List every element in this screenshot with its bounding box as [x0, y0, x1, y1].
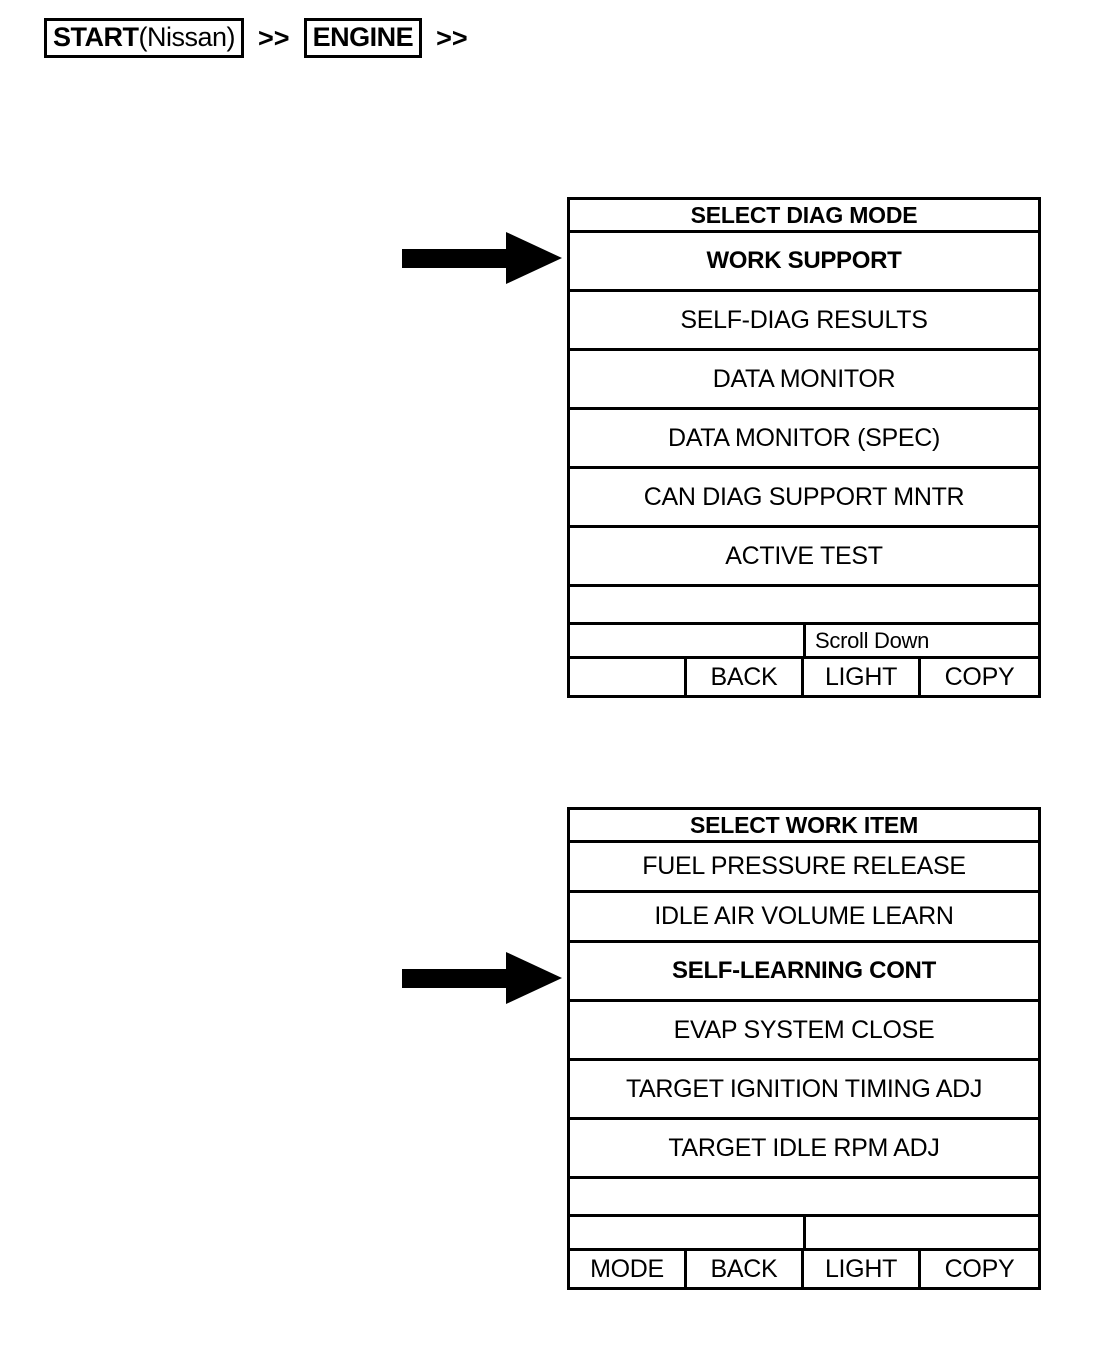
menu-item-data-monitor[interactable]: DATA MONITOR [570, 351, 1038, 410]
breadcrumb-step-start-suffix: (Nissan) [138, 22, 236, 52]
menu-item-self-learning-cont[interactable]: SELF-LEARNING CONT [570, 943, 1038, 1002]
menu-item-label: FUEL PRESSURE RELEASE [642, 852, 966, 880]
arrow-shaft [402, 969, 514, 988]
softkey-light[interactable]: LIGHT [804, 1251, 921, 1287]
softkey-copy[interactable]: COPY [944, 662, 1015, 691]
menu-item-label: TARGET IDLE RPM ADJ [668, 1133, 940, 1162]
scroll-down-indicator[interactable]: Scroll Down [815, 627, 930, 653]
menu-item-target-ignition-timing-adj[interactable]: TARGET IGNITION TIMING ADJ [570, 1061, 1038, 1120]
softkey-back[interactable]: BACK [687, 1251, 804, 1287]
panel-header-label: SELECT DIAG MODE [690, 201, 918, 228]
menu-item-evap-system-close[interactable]: EVAP SYSTEM CLOSE [570, 1002, 1038, 1061]
menu-item-label: ACTIVE TEST [725, 541, 883, 570]
menu-item-label: SELF-DIAG RESULTS [680, 305, 928, 334]
menu-item-idle-air-volume-learn[interactable]: IDLE AIR VOLUME LEARN [570, 893, 1038, 943]
panel-header-select-diag-mode: SELECT DIAG MODE [570, 200, 1038, 233]
status-cell-left [570, 625, 806, 656]
panel-header-select-work-item: SELECT WORK ITEM [570, 810, 1038, 843]
breadcrumb-step-engine-label: ENGINE [312, 22, 414, 52]
panel-status-row: Scroll Down [570, 625, 1038, 659]
menu-item-self-diag-results[interactable]: SELF-DIAG RESULTS [570, 292, 1038, 351]
softkey-back[interactable]: BACK [687, 659, 804, 695]
menu-item-fuel-pressure-release[interactable]: FUEL PRESSURE RELEASE [570, 843, 1038, 893]
arrow-right-icon [402, 232, 562, 284]
softkey-light[interactable]: LIGHT [804, 659, 921, 695]
panel-select-work-item: SELECT WORK ITEM FUEL PRESSURE RELEASE I… [567, 807, 1041, 1290]
menu-item-label: DATA MONITOR (SPEC) [667, 423, 941, 452]
arrow-head [506, 952, 562, 1004]
panel-button-row: BACK LIGHT COPY [570, 659, 1038, 695]
breadcrumb-step-start[interactable]: START(Nissan) [44, 18, 245, 58]
breadcrumb: START(Nissan) >> ENGINE >> [44, 18, 482, 58]
status-cell-right [806, 1217, 1038, 1248]
menu-item-target-idle-rpm-adj[interactable]: TARGET IDLE RPM ADJ [570, 1120, 1038, 1179]
breadcrumb-step-start-label: START [53, 22, 139, 52]
menu-item-label: DATA MONITOR [712, 364, 896, 393]
status-cell-left [570, 1217, 806, 1248]
panel-spacer-row [570, 1179, 1038, 1217]
softkey-copy[interactable]: COPY [944, 1254, 1015, 1283]
softkey-empty [570, 659, 687, 695]
panel-status-row [570, 1217, 1038, 1251]
menu-item-label: CAN DIAG SUPPORT MNTR [643, 482, 965, 511]
panel-select-diag-mode: SELECT DIAG MODE WORK SUPPORT SELF-DIAG … [567, 197, 1041, 698]
menu-item-data-monitor-spec[interactable]: DATA MONITOR (SPEC) [570, 410, 1038, 469]
breadcrumb-separator-2: >> [436, 23, 468, 53]
softkey-mode[interactable]: MODE [570, 1251, 687, 1287]
menu-item-active-test[interactable]: ACTIVE TEST [570, 528, 1038, 587]
panel-header-label: SELECT WORK ITEM [689, 811, 919, 838]
panel-button-row: MODE BACK LIGHT COPY [570, 1251, 1038, 1287]
menu-item-label: SELF-LEARNING CONT [672, 957, 936, 984]
breadcrumb-separator-1: >> [258, 23, 290, 53]
breadcrumb-step-engine[interactable]: ENGINE [303, 18, 423, 58]
arrow-right-icon [402, 952, 562, 1004]
menu-item-label: WORK SUPPORT [706, 247, 902, 274]
menu-item-work-support[interactable]: WORK SUPPORT [570, 233, 1038, 292]
arrow-shaft [402, 249, 514, 268]
arrow-head [506, 232, 562, 284]
menu-item-can-diag-support-mntr[interactable]: CAN DIAG SUPPORT MNTR [570, 469, 1038, 528]
menu-item-label: EVAP SYSTEM CLOSE [673, 1015, 935, 1044]
panel-spacer-row [570, 587, 1038, 625]
menu-item-label: IDLE AIR VOLUME LEARN [654, 902, 954, 930]
menu-item-label: TARGET IGNITION TIMING ADJ [625, 1074, 983, 1103]
